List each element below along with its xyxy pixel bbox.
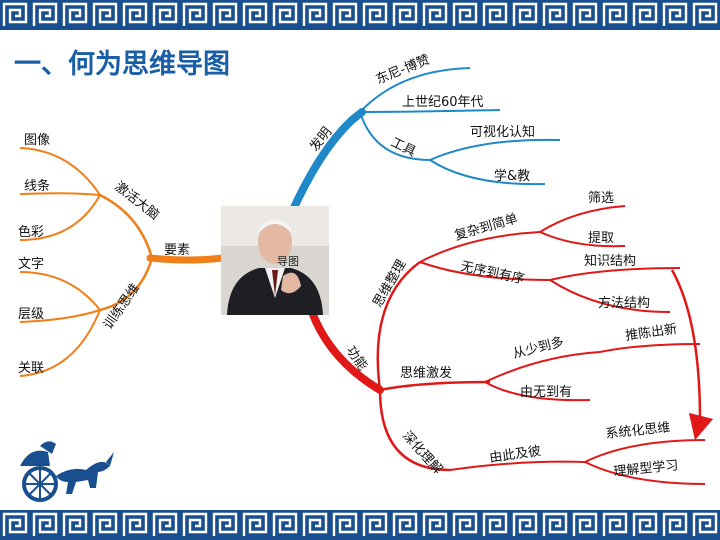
chariot-logo	[20, 441, 114, 502]
red-arrow	[670, 269, 714, 441]
xunlian-link-wenzi	[19, 271, 101, 311]
keshihua-label: 可视化认知	[470, 124, 535, 140]
zhengli-trunk	[419, 231, 541, 263]
wuxu-link-fangfa	[549, 279, 671, 313]
jihuo-link-xiantiao	[19, 192, 101, 196]
faming-trunk	[288, 108, 366, 216]
bottom-border-pattern	[0, 510, 720, 540]
shangshiji-label: 上世纪60年代	[402, 95, 484, 110]
yaosu-to-jihuo	[99, 193, 154, 259]
shenhua-label: 深化理解	[399, 429, 445, 478]
photo-caption: 导图	[277, 255, 299, 268]
jifa-link-congshao	[484, 351, 601, 383]
xitong-label: 系统化思维	[605, 420, 671, 442]
secai-label: 色彩	[18, 224, 44, 240]
xiantiao-label: 线条	[24, 178, 50, 194]
guanlian-label: 关联	[18, 361, 44, 376]
xunlian-link-guanlian	[19, 309, 101, 377]
zhengli-to-wuxu	[419, 261, 551, 281]
congshao-link-tuichen	[599, 343, 701, 353]
fuza-link-shaixuan	[539, 205, 626, 233]
xuejiao-label: 学&教	[494, 168, 530, 184]
jihuo-link-tuxiang	[19, 147, 101, 196]
cengji-label: 层级	[18, 307, 44, 322]
gongju-link-xuejiao	[429, 159, 546, 186]
tuxiang-label: 图像	[24, 133, 50, 148]
jifa-label: 思维激发	[400, 365, 452, 381]
shenhua-link-youci	[449, 460, 586, 471]
jihuo-link-secai	[19, 194, 101, 241]
branch-yaosu: 要素 激活大脑 训练思维 图像 线条 色彩 文字 层级 关联	[18, 133, 226, 377]
top-border-pattern	[0, 0, 720, 30]
fuza-link-tiqu	[539, 231, 626, 248]
zhengli-label: 思维整理	[370, 257, 409, 310]
youci-link-lijie	[584, 461, 706, 485]
yaosu-label: 要素	[164, 243, 190, 258]
gongneng-to-zhengli	[376, 260, 421, 391]
tiqu-label: 提取	[588, 230, 614, 246]
yaosu-to-xunlian	[99, 257, 154, 312]
xunlian-link-cengji	[19, 309, 101, 323]
jifa-link-youwu	[484, 381, 591, 402]
branch-gongneng: 功能 思维整理 复杂到简单 无序到有序 筛选 提取 知识结构 方法结构 思维激发…	[308, 191, 714, 485]
youwu-label: 由无到有	[520, 385, 572, 400]
faming-link-dongni	[359, 67, 471, 113]
wuxu-label: 无序到有序	[459, 259, 526, 287]
youci-label: 由此及彼	[488, 444, 542, 466]
fangfa-label: 方法结构	[598, 295, 650, 311]
gongneng-to-jifa	[379, 380, 491, 392]
gongju-link-kesh	[429, 138, 561, 161]
shaixuan-label: 筛选	[588, 191, 614, 206]
yaosu-trunk	[146, 254, 226, 264]
gongneng-trunk	[308, 308, 384, 394]
zhishi-label: 知识结构	[584, 253, 636, 269]
slide-title: 一、何为思维导图	[14, 49, 230, 80]
branch-faming: 发明 东尼-博赞 上世纪60年代 工具 可视化认知 学&教	[288, 53, 561, 216]
faming-link-gongju	[359, 111, 431, 161]
jihuo-label: 激活大脑	[112, 179, 162, 223]
gongneng-to-shenhua	[378, 389, 451, 472]
wuxu-link-zhishi	[549, 267, 681, 281]
tuichen-label: 推陈出新	[624, 321, 678, 344]
youci-link-xitong	[584, 439, 706, 463]
wenzi-label: 文字	[18, 257, 44, 272]
faming-link-shangshiji	[359, 109, 501, 113]
lijie-label: 理解型学习	[613, 457, 679, 480]
center-portrait-image	[221, 206, 329, 315]
